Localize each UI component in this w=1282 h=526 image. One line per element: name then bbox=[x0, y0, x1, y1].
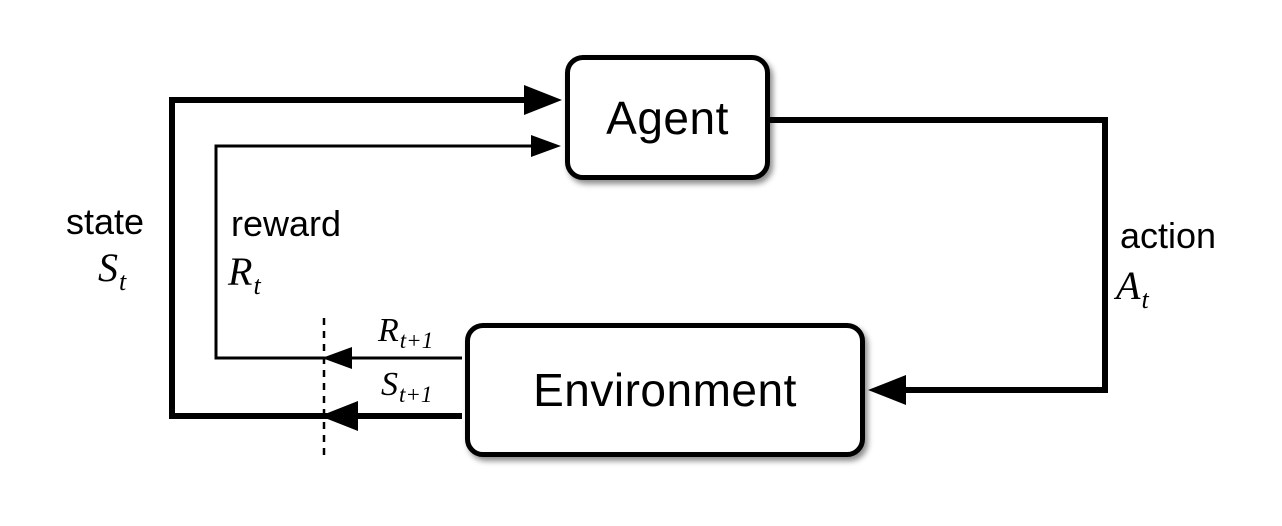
action-word-label: action bbox=[1120, 216, 1216, 256]
state-symbol: St bbox=[98, 244, 126, 297]
action-symbol-subscript: t bbox=[1141, 285, 1149, 314]
environment-node: Environment bbox=[465, 323, 865, 457]
state-arrow-line bbox=[169, 97, 528, 419]
next-reward-arrowhead bbox=[322, 347, 352, 369]
next-state-arrowhead bbox=[320, 401, 358, 431]
agent-node: Agent bbox=[565, 55, 770, 180]
action-arrow-line bbox=[770, 117, 1108, 393]
state-symbol-subscript: t bbox=[119, 267, 127, 296]
next-reward-symbol-subscript: t+1 bbox=[399, 328, 434, 353]
reward-symbol-letter: R bbox=[228, 249, 253, 294]
environment-node-label: Environment bbox=[533, 364, 797, 416]
next-state-symbol: St+1 bbox=[381, 366, 432, 408]
reward-word-text: reward bbox=[231, 203, 342, 244]
action-word-text: action bbox=[1120, 215, 1217, 256]
agent-node-label: Agent bbox=[606, 91, 729, 144]
reward-symbol-subscript: t bbox=[253, 271, 261, 300]
state-word-label: state bbox=[66, 202, 144, 242]
state-arrowhead-into-agent bbox=[524, 85, 562, 115]
reward-word-label: reward bbox=[231, 204, 341, 244]
state-symbol-letter: S bbox=[98, 245, 118, 290]
next-state-symbol-letter: S bbox=[381, 366, 398, 403]
next-state-symbol-subscript: t+1 bbox=[399, 382, 433, 407]
state-word-text: state bbox=[66, 201, 145, 242]
action-symbol-letter: A bbox=[1116, 263, 1141, 308]
reward-arrowhead-into-agent bbox=[531, 135, 561, 157]
action-arrowhead-into-environment bbox=[868, 375, 906, 405]
next-reward-symbol-letter: R bbox=[378, 312, 399, 349]
action-symbol: At bbox=[1116, 262, 1149, 315]
reward-symbol: Rt bbox=[228, 248, 261, 301]
next-reward-symbol: Rt+1 bbox=[378, 312, 433, 354]
